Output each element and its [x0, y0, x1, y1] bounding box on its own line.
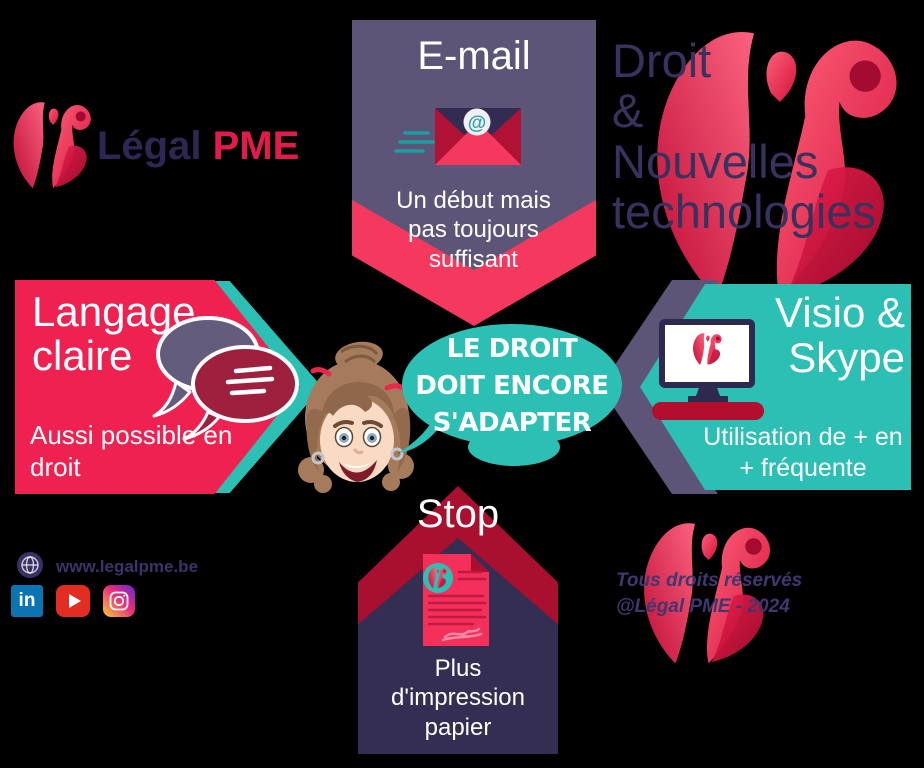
stop-card-title: Stop — [416, 492, 500, 536]
speech-bubble-text: LE DROIT DOIT ENCORE S'ADAPTER — [402, 331, 622, 442]
brand-name-accent: PME — [212, 124, 300, 168]
copyright-line: @Légal PME - 2024 — [616, 595, 790, 617]
masthead-line: Droit — [612, 34, 712, 87]
speech-bubble-line: S'ADAPTER — [432, 408, 592, 438]
speed-lines-icon — [394, 131, 435, 153]
at-symbol-icon: @ — [468, 113, 487, 134]
speech-bubble-line: DOIT ENCORE — [415, 371, 609, 401]
woman-face-illustration — [298, 341, 414, 493]
website-link[interactable]: www.legalpme.be — [56, 557, 199, 576]
masthead-line: & — [612, 84, 644, 138]
masthead-line: technologies — [612, 184, 876, 238]
masthead-line: Nouvelles — [612, 134, 819, 188]
copyright-line: Tous droits réservés — [616, 570, 803, 591]
envelope-icon: @ — [394, 108, 521, 165]
speech-bubble — [402, 324, 622, 446]
instagram-icon[interactable] — [103, 585, 135, 617]
document-icon — [423, 554, 489, 646]
globe-icon — [17, 552, 43, 578]
langage-card-description: Aussi possible en droit — [30, 420, 233, 482]
brand-name-dark: Légal — [97, 124, 202, 168]
earring-icon — [311, 451, 325, 465]
youtube-icon[interactable] — [56, 585, 90, 617]
speech-bubble-line: LE DROIT — [446, 334, 578, 364]
email-card-description: Un début mais pas toujours suffisant — [396, 187, 551, 273]
email-card-title: E-mail — [417, 34, 531, 78]
speech-bubbles-icon — [152, 316, 299, 441]
visio-card-title: Visio & Skype — [775, 289, 905, 382]
speech-bubble-lobe — [468, 428, 560, 466]
earring-icon — [390, 447, 404, 461]
linkedin-label: in — [18, 590, 36, 611]
brand-bird-icon — [8, 95, 100, 195]
hair-tie-icon — [310, 367, 332, 377]
langage-card-title: Langage claire — [32, 288, 196, 380]
visio-card-description: Utilisation de + en + fréquente — [703, 423, 903, 482]
masthead-title: Droit & Nouvelles technologies — [612, 34, 922, 238]
stop-card-description: Plus d'impression papier — [391, 655, 525, 741]
monitor-icon — [652, 319, 764, 420]
brand-logo: Légal PME — [97, 124, 299, 169]
copyright-notice: Tous droits réservés @Légal PME - 2024 — [616, 568, 806, 619]
social-icons-row: in — [11, 585, 135, 617]
speech-bubble-tail — [398, 415, 438, 453]
linkedin-icon[interactable]: in — [11, 585, 43, 617]
